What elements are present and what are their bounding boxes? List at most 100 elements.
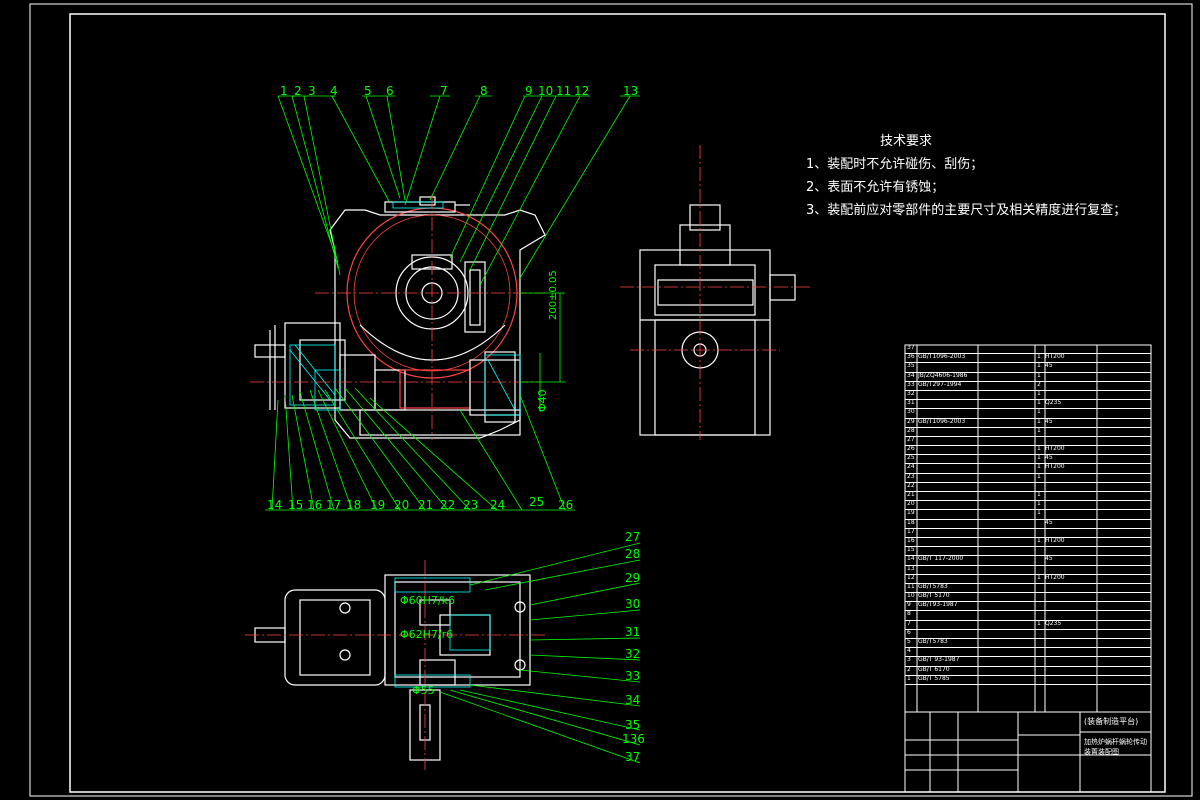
bom-row: 8 xyxy=(905,610,1151,621)
bom-cell-no: 24 xyxy=(907,463,915,471)
bom-cell-no: 34 xyxy=(907,371,915,379)
bom-cell-mat: 45 xyxy=(1045,518,1053,526)
bom-cell-no: 2 xyxy=(907,665,911,673)
bom-cell-std: GB/T 5785 xyxy=(918,674,950,682)
bom-row: 30 1 xyxy=(905,408,1151,419)
callout-17: 17 xyxy=(326,498,342,512)
bom-cell-std: GB/T 5170 xyxy=(918,592,950,600)
bom-cell-std: GB/T297-1994 xyxy=(918,380,962,388)
dimension-bore2: Φ62H7/r6 xyxy=(400,628,454,641)
bom-cell-mat: 45 xyxy=(1045,454,1053,462)
bom-cell-qty: 1 xyxy=(1037,408,1041,416)
bom-cell-no: 32 xyxy=(907,389,915,397)
callout-8: 8 xyxy=(480,84,488,98)
bom-cell-qty: 1 xyxy=(1037,362,1041,370)
dimension-bore1: Φ60H7/k6 xyxy=(400,594,455,607)
bom-cell-no: 22 xyxy=(907,481,915,489)
title-block-company: (装备制造平台) xyxy=(1084,717,1139,726)
bom-cell-no: 23 xyxy=(907,472,915,480)
bom-cell-no: 27 xyxy=(907,435,915,443)
callout-4: 4 xyxy=(330,84,338,98)
bom-cell-qty: 1 xyxy=(1037,509,1041,517)
callout-7: 7 xyxy=(440,84,448,98)
bom-cell-qty: 1 xyxy=(1037,426,1041,434)
bom-cell-no: 12 xyxy=(907,573,915,581)
bom-cell-no: 21 xyxy=(907,491,915,499)
bom-cell-qty: 2 xyxy=(1037,380,1041,388)
bom-cell-qty: 1 xyxy=(1037,417,1041,425)
callout-6: 6 xyxy=(386,84,394,98)
bom-cell-no: 9 xyxy=(907,601,911,609)
bom-cell-no: 28 xyxy=(907,426,915,434)
bom-cell-mat: HT200 xyxy=(1045,573,1065,581)
callout-35: 35 xyxy=(625,718,641,732)
callout-29: 29 xyxy=(625,571,641,585)
callout-1: 1 xyxy=(280,84,288,98)
bom-row: 4 xyxy=(905,647,1151,658)
callout-26: 26 xyxy=(558,498,574,512)
callout-37: 37 xyxy=(625,750,641,764)
callout-24: 24 xyxy=(490,498,506,512)
bom-cell-no: 3 xyxy=(907,656,911,664)
callout-28: 28 xyxy=(625,547,641,561)
callout-34: 34 xyxy=(625,693,641,707)
callout-12: 12 xyxy=(574,84,590,98)
front-view xyxy=(254,196,546,439)
bom-row: 27 xyxy=(905,435,1151,447)
bom-cell-no: 4 xyxy=(907,647,911,655)
callout-33: 33 xyxy=(625,669,641,683)
bom-cell-no: 35 xyxy=(907,362,915,370)
callout-13: 13 xyxy=(623,84,639,98)
bom-cell-mat: HT200 xyxy=(1045,445,1065,453)
bom-cell-qty: 1 xyxy=(1037,491,1041,499)
side-view xyxy=(639,204,796,436)
bom-cell-mat: Q235 xyxy=(1045,399,1062,407)
bom-cell-qty: 1 xyxy=(1037,399,1041,407)
bom-cell-mat: HT200 xyxy=(1045,463,1065,471)
title-block-drawing-name: 加热炉蜗杆蜗轮传动装置装配图 xyxy=(1084,738,1147,756)
bom-cell-mat: 45 xyxy=(1045,417,1053,425)
callout-19: 19 xyxy=(370,498,386,512)
title-block-grid xyxy=(904,711,1152,793)
callout-14: 14 xyxy=(267,498,283,512)
bom-cell-qty: 1 xyxy=(1037,371,1041,379)
callout-136: 136 xyxy=(622,732,645,746)
bom-cell-no: 37 xyxy=(907,344,915,351)
callout-11: 11 xyxy=(556,84,572,98)
bom-cell-mat: 45 xyxy=(1045,555,1053,563)
bom-cell-std: JB/ZQ4606-1986 xyxy=(918,371,968,379)
bom-cell-no: 17 xyxy=(907,527,915,535)
callout-20: 20 xyxy=(394,498,410,512)
callout-22: 22 xyxy=(440,498,456,512)
tech-requirement-item-3: 3、装配前应对零部件的主要尺寸及相关精度进行复查； xyxy=(806,203,1127,218)
bom-cell-mat: Q235 xyxy=(1045,619,1062,627)
callout-5: 5 xyxy=(364,84,372,98)
bom-cell-qty: 1 xyxy=(1037,454,1041,462)
bom-row: 17 xyxy=(905,527,1151,538)
bom-cell-no: 25 xyxy=(907,454,915,462)
bom-cell-no: 29 xyxy=(907,417,915,425)
bom-cell-no: 30 xyxy=(907,408,915,416)
front-dimensions xyxy=(520,292,565,412)
bom-cell-no: 26 xyxy=(907,445,915,453)
bom-cell-no: 7 xyxy=(907,619,911,627)
technical-requirements: 技术要求 1、装配时不允许碰伤、刮伤； 2、表面不允许有锈蚀； 3、装配前应对零… xyxy=(806,130,1146,222)
bom-row: 15 xyxy=(905,546,1151,557)
callout-25: 25 xyxy=(529,495,545,509)
